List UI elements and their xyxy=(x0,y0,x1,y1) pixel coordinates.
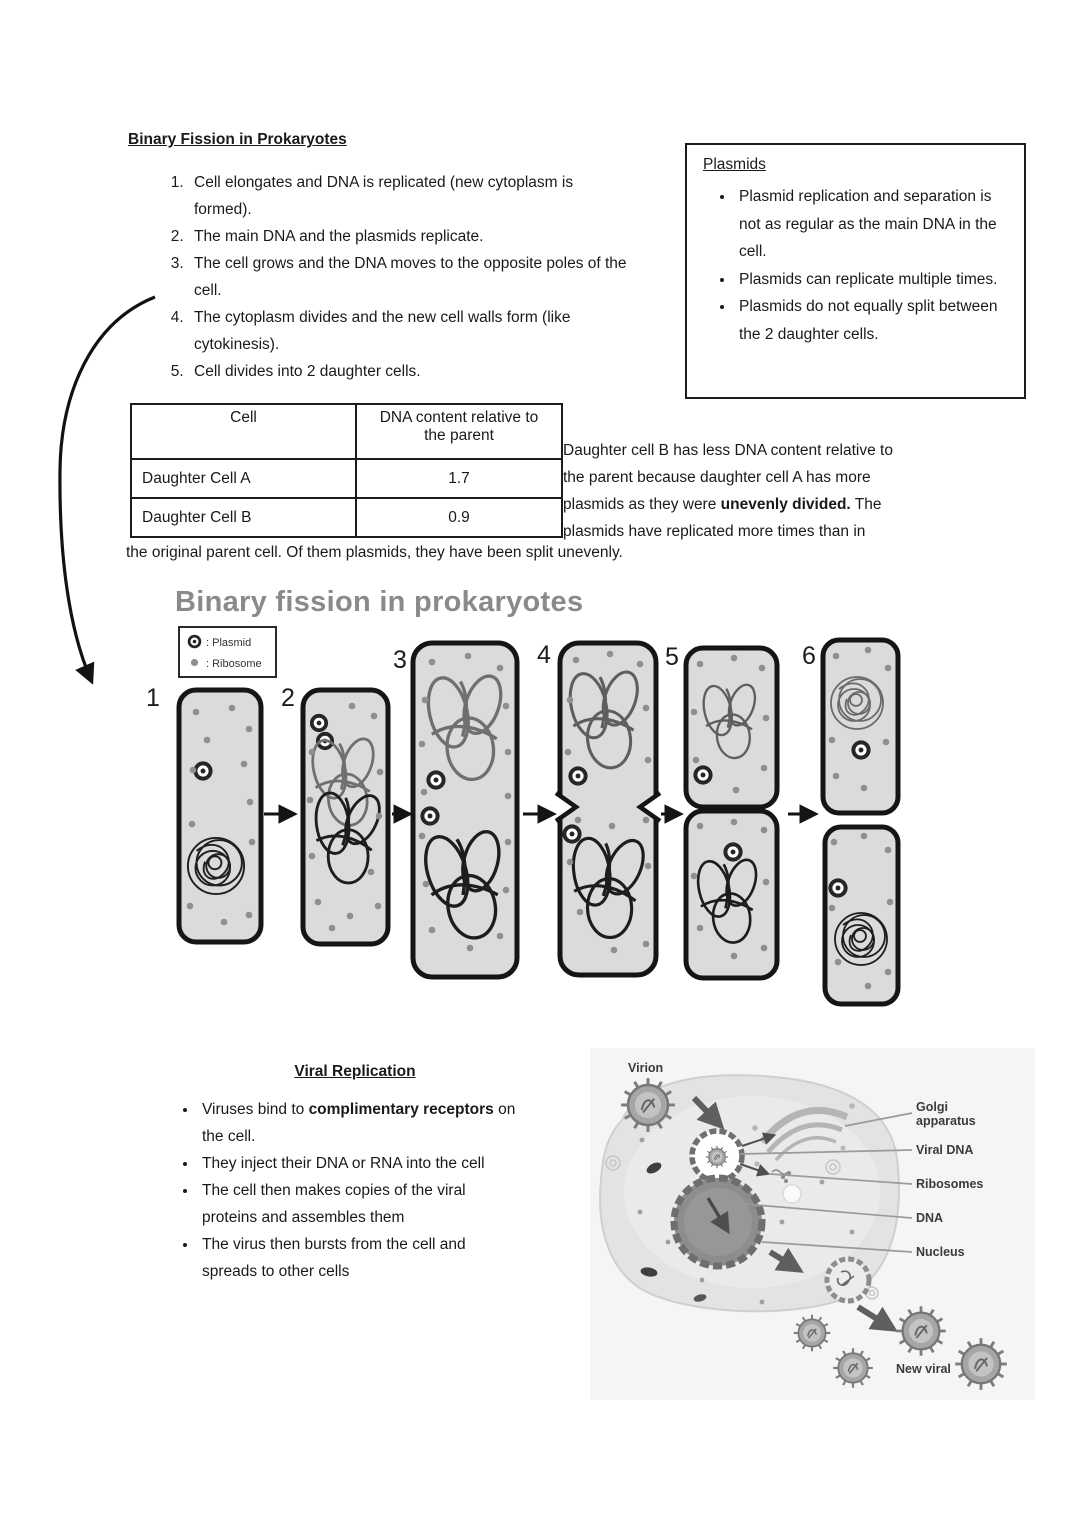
table-row: Daughter Cell A 1.7 xyxy=(130,458,563,499)
viral-bullet: Viruses bind to complimentary receptors … xyxy=(198,1096,518,1150)
viral-replication-diagram xyxy=(590,1048,1035,1400)
fission-stage-4 xyxy=(554,640,662,978)
plasmids-box: Plasmids Plasmid replication and separat… xyxy=(685,143,1026,399)
plasmid-icon xyxy=(187,634,202,652)
fission-stage-2 xyxy=(300,687,391,947)
plasmids-box-title: Plasmids xyxy=(703,156,766,173)
fission-stage-5 xyxy=(683,645,780,981)
stage-number-6: 6 xyxy=(802,642,816,670)
label-golgi-apparatus: Golgi apparatus xyxy=(916,1100,976,1128)
figure-title: Binary fission in prokaryotes xyxy=(175,586,584,618)
viral-bullet: They inject their DNA or RNA into the ce… xyxy=(198,1150,518,1177)
ribosome-icon xyxy=(187,655,202,673)
legend-ribosome-label: : Ribosome xyxy=(206,657,262,670)
stage-number-4: 4 xyxy=(537,641,551,669)
answer-paragraph-continuation: the original parent cell. Of them plasmi… xyxy=(126,544,623,561)
fission-step: Cell divides into 2 daughter cells. xyxy=(188,358,628,385)
label-ribosomes: Ribosomes xyxy=(916,1177,984,1191)
label-dna: DNA xyxy=(916,1211,944,1225)
fission-steps-list: Cell elongates and DNA is replicated (ne… xyxy=(148,169,628,385)
label-nucleus: Nucleus xyxy=(916,1245,965,1259)
plasmids-bullet: Plasmid replication and separation is no… xyxy=(735,183,1011,266)
fission-step: The main DNA and the plasmids replicate. xyxy=(188,223,628,250)
viral-bullet: The virus then bursts from the cell and … xyxy=(198,1231,518,1285)
fission-step: Cell elongates and DNA is replicated (ne… xyxy=(188,169,628,223)
table-cell-name: Daughter Cell B xyxy=(130,497,357,538)
label-virion: Virion xyxy=(628,1061,664,1075)
label-viral-dna: Viral DNA xyxy=(916,1143,974,1157)
fission-step: The cell grows and the DNA moves to the … xyxy=(188,250,628,304)
binary-fission-diagram xyxy=(176,637,901,1007)
stage-number-5: 5 xyxy=(665,643,679,671)
fission-stage-6 xyxy=(820,637,901,1007)
viral-section-title: Viral Replication xyxy=(294,1063,416,1080)
viral-bullet: The cell then makes copies of the viral … xyxy=(198,1177,518,1231)
fission-stage-3 xyxy=(410,640,520,980)
section-title: Binary Fission in Prokaryotes xyxy=(128,131,347,148)
table-header-value: DNA content relative to the parent xyxy=(355,403,563,460)
label-leader-lines xyxy=(739,1112,913,1253)
table-row: Daughter Cell B 0.9 xyxy=(130,497,563,538)
cytoplasm-dots xyxy=(637,1137,855,1305)
table-cell-value: 0.9 xyxy=(355,497,563,538)
stage-number-2: 2 xyxy=(281,684,295,712)
table-cell-value: 1.7 xyxy=(355,458,563,499)
answer-paragraph: Daughter cell B has less DNA content rel… xyxy=(563,442,893,540)
dna-content-table: Cell DNA content relative to the parent … xyxy=(130,403,563,538)
fission-step: The cytoplasm divides and the new cell w… xyxy=(188,304,628,358)
stage-number-1: 1 xyxy=(146,684,160,712)
table-cell-name: Daughter Cell A xyxy=(130,458,357,499)
legend-plasmid-label: : Plasmid xyxy=(206,636,252,649)
plasmids-bullet: Plasmids do not equally split between th… xyxy=(735,293,1011,348)
label-new-viral: New viral xyxy=(896,1362,951,1376)
figure-legend: : Plasmid : Ribosome xyxy=(178,626,277,678)
margin-curved-arrow xyxy=(58,295,156,685)
stage-number-3: 3 xyxy=(393,646,407,674)
fission-stage-1 xyxy=(176,687,264,945)
table-header-cell: Cell xyxy=(130,403,357,460)
viral-bullets-list: Viruses bind to complimentary receptors … xyxy=(162,1096,518,1285)
plasmids-bullet: Plasmids can replicate multiple times. xyxy=(735,266,1011,294)
